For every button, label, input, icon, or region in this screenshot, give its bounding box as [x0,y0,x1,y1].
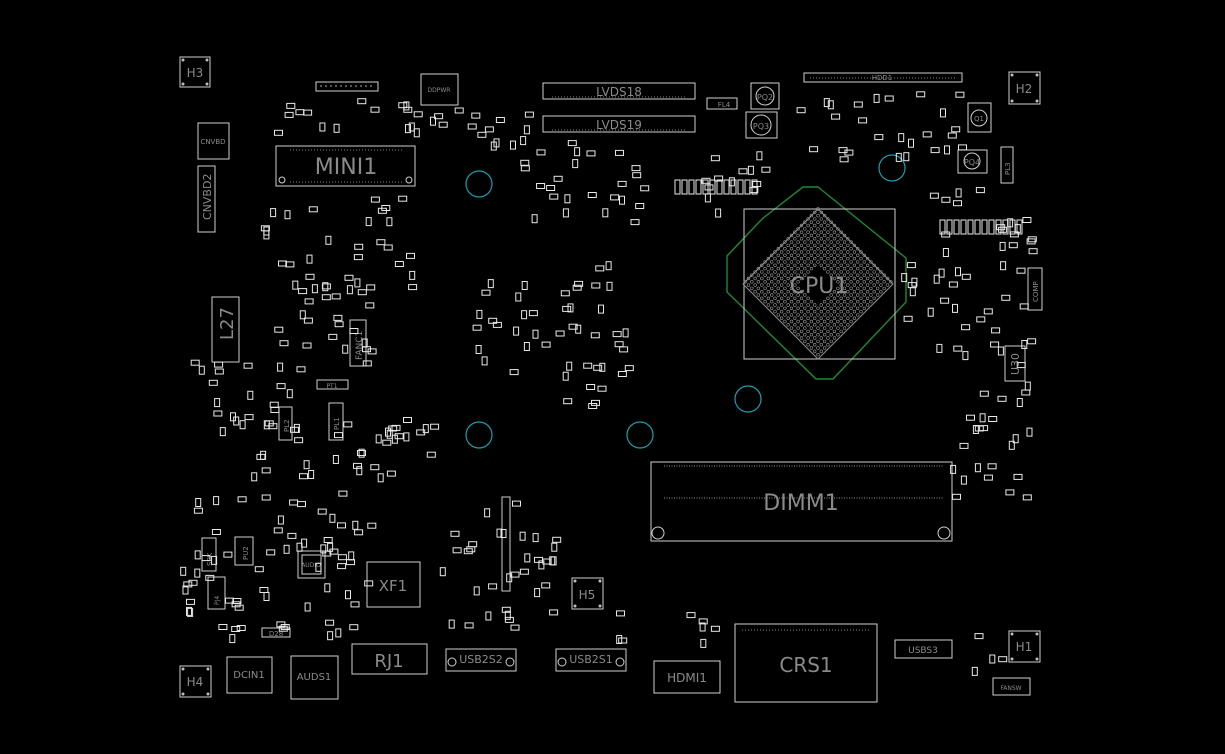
label-cpu1: CPU1 [790,274,849,299]
label-pq2: PQ2 [757,93,773,102]
label-fl4: FL4 [718,101,731,109]
label-d28: D28 [269,630,283,638]
label-cnvbd: CNVBD [200,138,225,146]
xf1-transformer: XF1 [366,561,421,608]
crs1-cardreader: CRS1 [734,623,878,703]
label-pl2: PL2 [283,419,291,432]
comp-part: COMP [1027,267,1043,311]
pq3-part: PQ3 [745,111,778,139]
label-pq4: PQ4 [964,158,980,167]
cnvbd2-connector: CNVBD2 [197,165,216,233]
fanc1-connector: FANC1 [349,319,367,367]
pl1-part: PL1 [328,402,344,441]
pt1-part: PT1 [316,379,349,390]
fansw-part: FANSW [992,677,1031,696]
label-usb2s1: USB2S1 [569,653,613,666]
pl3-part: PL3 [1000,146,1014,184]
label-h3: H3 [187,66,204,80]
smd-components [180,91,1038,676]
label-u30: U30 [1009,353,1022,375]
label-ddpwr: DDPWR [428,87,451,94]
l27-inductor: L27 [211,296,240,363]
label-xf1: XF1 [379,577,407,595]
pu2-part: PU2 [234,536,254,566]
label-h4: H4 [187,675,204,689]
label-fansw: FANSW [1000,685,1021,692]
cnvbd-connector: CNVBD [197,122,230,160]
pl2-part: PL2 [278,406,293,441]
label-usb2s2: USB2S2 [459,653,503,666]
lvds19-connector: LVDS19 [542,115,696,133]
label-pl3: PL3 [1004,162,1012,175]
label-hdd1: HDD1 [872,74,893,82]
rj1-jack: RJ1 [351,643,428,675]
dimm1-socket: DIMM1 [650,461,953,542]
label-pj4: PJ4 [214,596,221,605]
pad-h5: H5 [571,577,604,610]
label-cnvbd2: CNVBD2 [201,174,214,220]
label-dcin1: DCIN1 [233,670,264,681]
label-pq3: PQ3 [753,122,769,131]
label-dimm1: DIMM1 [763,491,838,516]
label-pt1: PT1 [326,383,337,390]
lvds18-connector: LVDS18 [542,82,696,100]
label-comp: COMP [1032,281,1040,302]
mini1-connector: MINI1 [275,145,416,187]
label-lvds19: LVDS19 [596,118,642,132]
label-mini1: MINI1 [315,155,377,180]
cpu1-socket: CPU1 [726,186,907,380]
label-q1: Q1 [974,115,984,123]
pj4-part: PJ4 [207,576,226,610]
label-h1: H1 [1016,640,1033,654]
corner-pad-h3: H3 [179,56,211,88]
label-l27: L27 [217,307,238,340]
vertical-connector [501,496,511,592]
label-lvds18: LVDS18 [596,85,642,99]
label-pl1: PL1 [333,417,341,430]
dcin1-jack: DCIN1 [226,656,273,694]
corner-pad-h1: H1 [1008,630,1041,663]
ddpwr-part: DDPWR [420,73,459,106]
label-fanc1: FANC1 [355,331,365,360]
connector-top-strip [315,81,379,92]
label-auds1: AUDS1 [297,672,332,683]
corner-pad-h2: H2 [1008,71,1041,105]
pq2-part: PQ2 [750,82,780,110]
cpu-ball-grid [743,207,893,357]
label-rj1: RJ1 [374,651,403,672]
mounting-holes [465,154,906,449]
label-h2: H2 [1016,82,1033,96]
pq4-part: PQ4 [957,149,988,174]
label-usbs3: USBS3 [908,646,938,656]
hdd1-connector: HDD1 [803,72,963,83]
label-audio: AUDIO [301,562,321,569]
fl4-part: FL4 [706,97,738,110]
hdmi1-port: HDMI1 [653,660,721,694]
usb2s2-port: USB2S2 [445,648,517,672]
auds1-jack: AUDS1 [290,655,339,700]
corner-pad-h4: H4 [179,665,212,698]
d28-part: D28 [261,627,291,638]
q1-part: Q1 [967,102,992,133]
label-pu2: PU2 [242,546,250,560]
label-crs1: CRS1 [779,653,832,677]
usb2s1-port: USB2S1 [555,648,627,672]
usbs3-port: USBS3 [894,639,953,659]
label-h5: H5 [579,588,596,602]
label-hdmi1: HDMI1 [667,671,707,685]
